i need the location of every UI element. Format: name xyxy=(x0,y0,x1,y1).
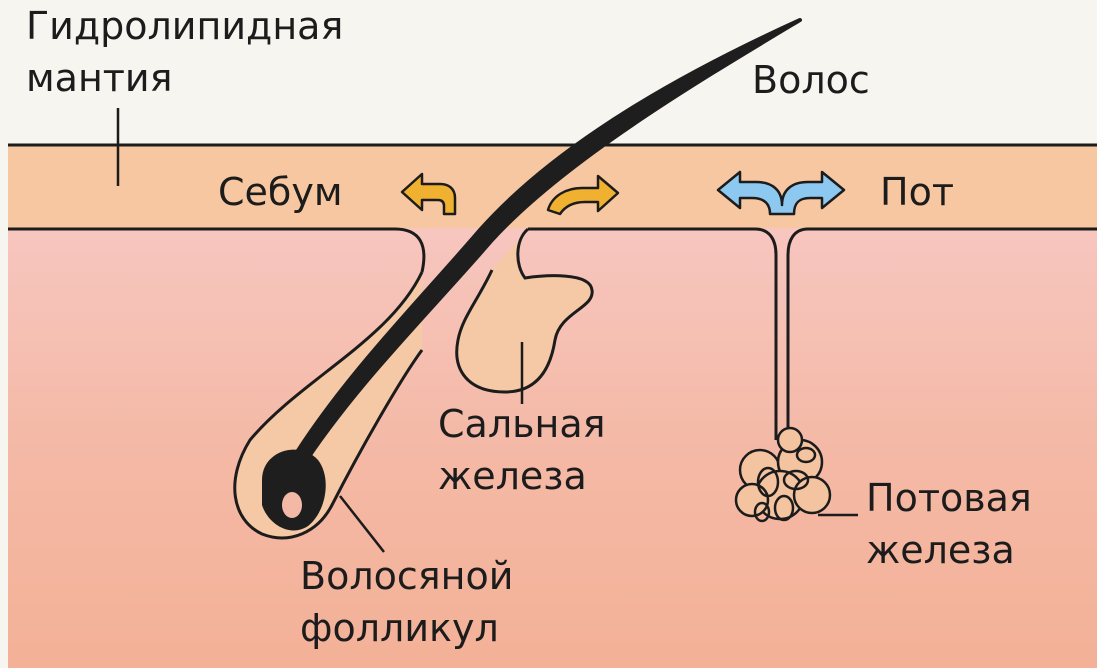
sebaceous-gland-label-line-2: железа xyxy=(438,450,606,502)
sebaceous-gland-label-line-1: Сальная xyxy=(438,398,606,450)
sweat-gland-label-line-2: железа xyxy=(866,524,1032,576)
dermal-papilla xyxy=(282,492,302,518)
sweat-gland-label-line-1: Потовая xyxy=(866,472,1032,524)
hydrolipid-mantle-label: Гидролипидная мантия xyxy=(26,0,343,104)
sebaceous-gland-label: Сальная железа xyxy=(438,398,606,502)
hair-follicle-label-line-2: фолликул xyxy=(300,602,513,654)
sweat-label: Пот xyxy=(880,166,954,218)
sebum-label: Себум xyxy=(218,166,343,218)
hair-follicle-label: Волосяной фолликул xyxy=(300,550,513,654)
hair-follicle-label-line-1: Волосяной xyxy=(300,550,513,602)
hydrolipid-mantle-label-line-1: Гидролипидная xyxy=(26,0,343,52)
hydrolipid-mantle-label-line-2: мантия xyxy=(26,52,343,104)
sweat-gland-label: Потовая железа xyxy=(866,472,1032,576)
hair-label: Волос xyxy=(752,54,870,106)
